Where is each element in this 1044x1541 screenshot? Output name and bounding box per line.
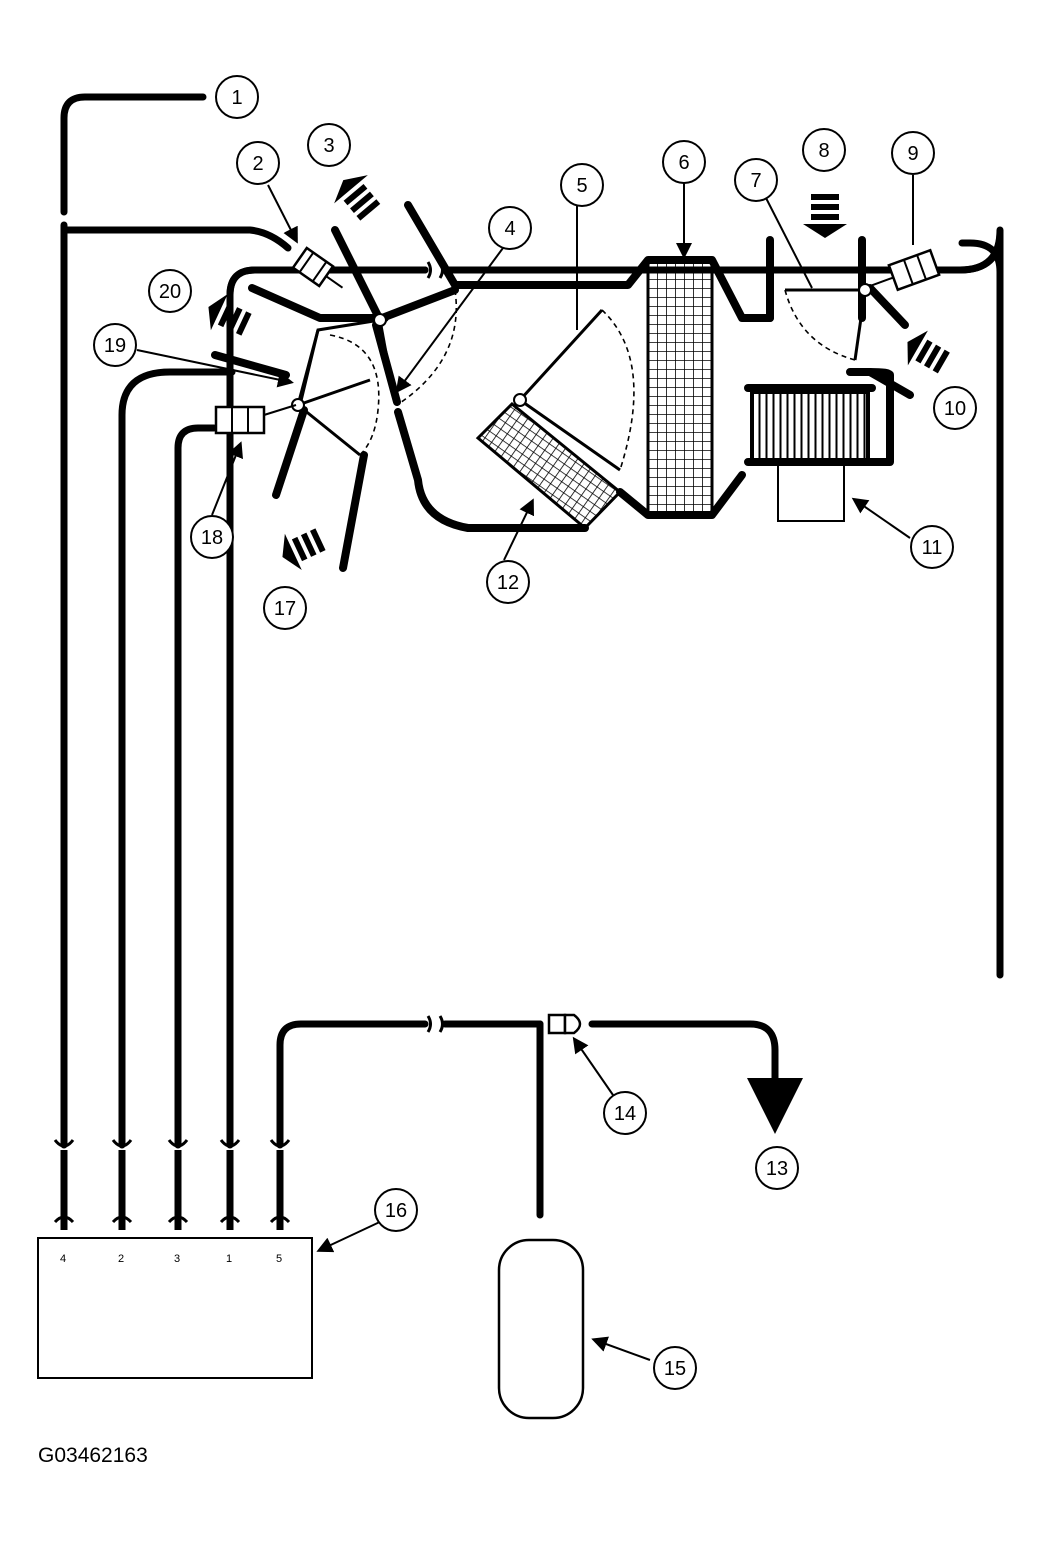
callout-18: 18 <box>190 515 234 559</box>
svg-text:16: 16 <box>385 1200 407 1222</box>
hose-to-port-3 <box>174 424 218 1149</box>
port-label: 1 <box>226 1253 232 1265</box>
callout-13: 13 <box>755 1146 799 1190</box>
svg-text:4: 4 <box>504 218 515 240</box>
airflow-arrow-10 <box>907 330 950 374</box>
svg-text:15: 15 <box>664 1358 686 1380</box>
door-pivots <box>291 283 872 412</box>
airflow-arrow-17 <box>282 528 326 571</box>
vacuum-motor-9 <box>868 248 941 292</box>
svg-text:2: 2 <box>252 153 263 175</box>
callout-19: 19 <box>93 323 137 367</box>
vacuum-reservoir <box>497 1238 585 1420</box>
svg-text:7: 7 <box>750 170 761 192</box>
callout-4: 4 <box>488 206 532 250</box>
airflow-arrow-8 <box>803 194 847 238</box>
svg-text:5: 5 <box>576 175 587 197</box>
figure-id: G03462163 <box>38 1444 148 1467</box>
svg-text:19: 19 <box>104 335 126 357</box>
callout-5: 5 <box>560 163 604 207</box>
hose-to-callout-1 <box>60 93 207 216</box>
callout-1: 1 <box>215 75 259 119</box>
svg-text:17: 17 <box>274 598 296 620</box>
callout-14: 14 <box>603 1091 647 1135</box>
callout-15: 15 <box>653 1346 697 1390</box>
callout-17: 17 <box>263 586 307 630</box>
callout-8: 8 <box>802 128 846 172</box>
port-label: 4 <box>60 1253 66 1265</box>
svg-text:18: 18 <box>201 527 223 549</box>
svg-text:11: 11 <box>922 537 943 559</box>
callout-9: 9 <box>891 131 935 175</box>
svg-text:6: 6 <box>678 152 689 174</box>
port-label: 2 <box>118 1253 124 1265</box>
blower-motor <box>777 464 845 522</box>
hose-to-port-5 <box>276 1020 429 1149</box>
svg-text:8: 8 <box>818 140 829 162</box>
evaporator-core <box>646 260 714 516</box>
callout-11: 11 <box>910 525 954 569</box>
airflow-arrow-3 <box>334 175 381 221</box>
callouts: 1 2 3 4 5 6 7 8 9 10 11 12 13 14 15 16 1… <box>93 75 977 1390</box>
callout-20: 20 <box>148 269 192 313</box>
hose-valve-to-13 <box>588 1020 803 1134</box>
callout-16: 16 <box>374 1188 418 1232</box>
heater-core <box>475 401 623 531</box>
svg-text:12: 12 <box>497 572 519 594</box>
svg-text:20: 20 <box>159 281 181 303</box>
blower-wheel <box>750 390 870 462</box>
hose-connectors <box>53 1139 291 1224</box>
callout-3: 3 <box>307 123 351 167</box>
svg-text:10: 10 <box>944 398 966 420</box>
hose-port-1-loop <box>226 231 1004 1144</box>
airflow-arrow-20 <box>208 293 252 336</box>
hose-stubs-to-box <box>60 1150 284 1230</box>
svg-text:9: 9 <box>907 143 918 165</box>
leader-lines <box>136 175 914 1361</box>
vacuum-motor-2 <box>291 246 344 289</box>
port-label: 5 <box>276 1253 282 1265</box>
callout-12: 12 <box>486 560 530 604</box>
mode-doors <box>296 288 867 472</box>
svg-text:14: 14 <box>614 1103 636 1125</box>
hose-branch-to-motor-2 <box>60 226 292 252</box>
vacuum-motor-18 <box>214 404 297 435</box>
door-swing-arcs <box>329 289 856 471</box>
callout-7: 7 <box>734 158 778 202</box>
callout-6: 6 <box>662 140 706 184</box>
check-valve <box>547 1013 582 1035</box>
callout-2: 2 <box>236 141 280 185</box>
callout-10: 10 <box>933 386 977 430</box>
vacuum-control-box: 4 2 3 1 5 <box>37 1237 313 1379</box>
svg-text:1: 1 <box>231 87 242 109</box>
hose-to-port-2 <box>118 368 236 1149</box>
svg-text:3: 3 <box>323 135 334 157</box>
port-label: 3 <box>174 1253 180 1265</box>
svg-text:13: 13 <box>766 1158 788 1180</box>
